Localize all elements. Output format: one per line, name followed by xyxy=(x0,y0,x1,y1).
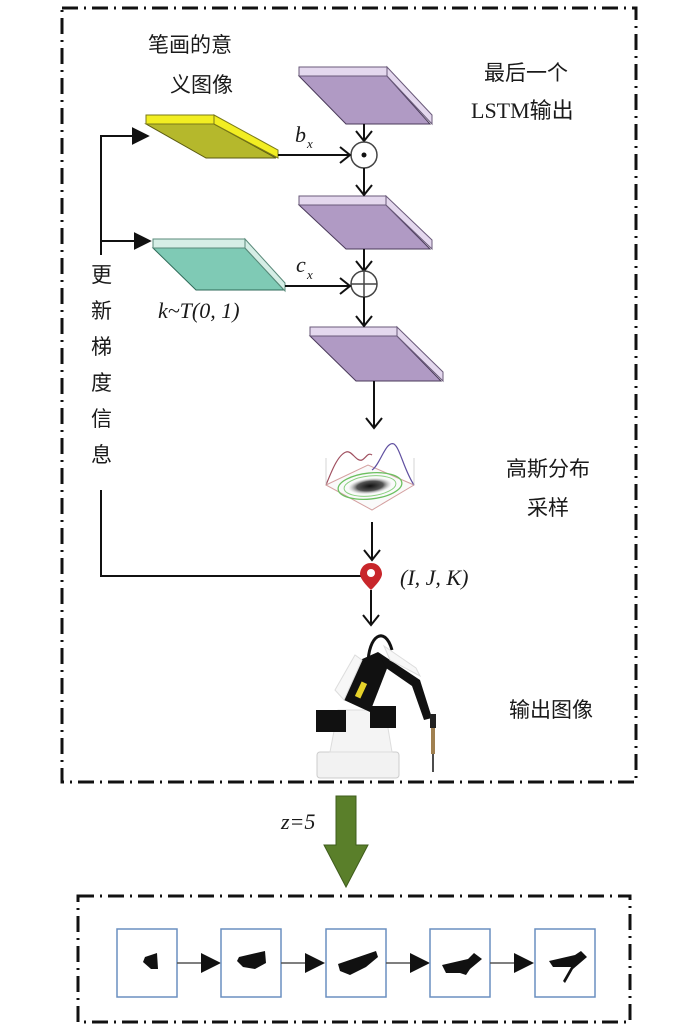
bx-label: b xyxy=(295,122,306,147)
big-down-arrow xyxy=(323,795,369,889)
stroke-sequence xyxy=(116,928,596,998)
cx-subscript: x xyxy=(306,267,313,282)
svg-text:信: 信 xyxy=(91,407,112,431)
coordinate-label: (I, J, K) xyxy=(400,565,468,590)
stroke-glyph-3 xyxy=(338,951,378,975)
location-pin-icon xyxy=(360,563,382,590)
stroke-glyph-1 xyxy=(143,953,158,969)
k-distribution-label: k~T(0, 1) xyxy=(158,298,240,323)
z-value-label: z=5 xyxy=(280,809,315,834)
sequence-arrowhead-1 xyxy=(201,953,221,973)
svg-text:更: 更 xyxy=(91,263,112,287)
svg-text:梯: 梯 xyxy=(91,335,112,359)
output-image-label: 输出图像 xyxy=(509,698,593,722)
lstm-layer-bottom xyxy=(308,325,444,383)
gaussian-sampling-label-1: 高斯分布 xyxy=(506,457,590,481)
svg-text:息: 息 xyxy=(91,443,112,467)
robot-arm-image xyxy=(316,634,436,779)
lstm-layer-top xyxy=(297,65,433,126)
bx-subscript: x xyxy=(306,136,313,151)
update-gradient-info-label: 更 新 梯 度 信 息 xyxy=(91,263,112,467)
lstm-layer-middle xyxy=(297,194,433,251)
cx-label: c xyxy=(296,252,306,277)
sequence-arrowhead-3 xyxy=(410,953,430,973)
stroke-glyph-5 xyxy=(549,951,587,983)
stroke-glyph-2 xyxy=(237,951,266,969)
noise-layer xyxy=(151,237,286,293)
gaussian-distribution-plot xyxy=(324,443,416,511)
svg-text:新: 新 xyxy=(91,299,112,323)
last-lstm-output-label-2: LSTM输出 xyxy=(471,98,574,123)
svg-text:度: 度 xyxy=(91,371,112,395)
output-sequence-frame xyxy=(76,894,632,1024)
meaning-image-layer xyxy=(144,114,279,159)
stroke-glyph-4 xyxy=(442,953,482,975)
last-lstm-output-label-1: 最后一个 xyxy=(484,61,568,85)
stroke-meaning-image-label-1: 笔画的意 xyxy=(148,33,232,57)
gaussian-sampling-label-2: 采样 xyxy=(527,496,569,520)
feedback-line-upper xyxy=(100,127,150,255)
feedback-line-lower xyxy=(100,490,362,577)
sequence-arrowhead-2 xyxy=(305,953,325,973)
sequence-arrowhead-4 xyxy=(514,953,534,973)
model-frame xyxy=(60,6,638,784)
stroke-meaning-image-label-2: 义图像 xyxy=(170,73,233,97)
